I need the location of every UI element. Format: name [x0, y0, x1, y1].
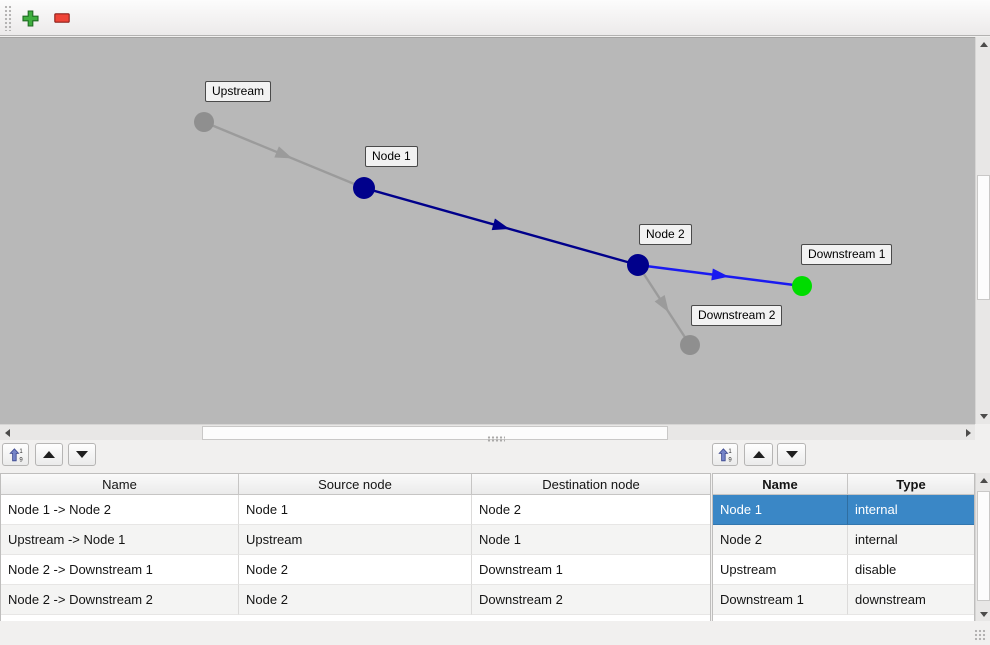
edge-move-down-button[interactable] — [68, 443, 96, 466]
svg-text:9: 9 — [728, 457, 732, 462]
graph-node-upstream[interactable] — [194, 112, 214, 132]
arrow-right-icon — [965, 429, 971, 437]
edge-table: Name Source node Destination node Node 1… — [0, 473, 711, 621]
node-move-up-button[interactable] — [744, 443, 773, 466]
node-table-header: Name Type — [713, 474, 974, 495]
edge-arrow-icon — [491, 218, 510, 231]
edge-table-row[interactable]: Node 2 -> Downstream 2 Node 2 Downstream… — [1, 585, 710, 615]
edge-table-row[interactable]: Node 2 -> Downstream 1 Node 2 Downstream… — [1, 555, 710, 585]
remove-button[interactable] — [50, 6, 74, 30]
node-move-down-button[interactable] — [777, 443, 806, 466]
edge-destination-cell[interactable]: Node 1 — [472, 525, 710, 555]
move-up-icon — [43, 451, 55, 458]
node-label-node1[interactable]: Node 1 — [365, 146, 418, 167]
arrow-down-icon — [979, 611, 988, 617]
node-label-downstream2[interactable]: Downstream 2 — [691, 305, 783, 326]
node-type-cell[interactable]: disable — [848, 555, 974, 585]
node-table-row[interactable]: Node 2 internal — [713, 525, 974, 555]
svg-text:9: 9 — [19, 457, 23, 462]
edge-source-cell[interactable]: Node 2 — [239, 555, 472, 585]
node-label-upstream[interactable]: Upstream — [205, 81, 272, 102]
edge-arrow-icon — [711, 268, 729, 281]
scroll-left-button[interactable] — [0, 425, 14, 441]
node-table-scroll-thumb[interactable] — [977, 491, 990, 601]
move-up-icon — [752, 451, 765, 458]
column-header-type[interactable]: Type — [896, 476, 926, 492]
node-label-downstream1[interactable]: Downstream 1 — [801, 244, 893, 265]
edge-sort-button[interactable]: 1 9 — [2, 443, 29, 466]
edge-source-cell[interactable]: Node 2 — [239, 585, 472, 615]
arrow-down-icon — [979, 414, 988, 419]
node-table-scrollbar[interactable] — [975, 473, 990, 621]
edge-table-row[interactable]: Upstream -> Node 1 Upstream Node 1 — [1, 525, 710, 555]
edge-name-cell[interactable]: Node 2 -> Downstream 1 — [1, 555, 239, 585]
node-label-node2[interactable]: Node 2 — [639, 224, 692, 245]
toolbar-drag-handle[interactable] — [4, 5, 12, 31]
table-empty-area — [1, 615, 710, 621]
edge-name-cell[interactable]: Node 1 -> Node 2 — [1, 495, 239, 525]
edge-arrow-icon — [274, 146, 293, 159]
edge-arrow-icon — [654, 295, 669, 313]
main-toolbar — [0, 0, 990, 36]
edge-move-up-button[interactable] — [35, 443, 63, 466]
edge-table-row[interactable]: Node 1 -> Node 2 Node 1 Node 2 — [1, 495, 710, 525]
plus-icon — [21, 9, 39, 27]
graph-node-node2[interactable] — [627, 254, 649, 276]
edge-name-cell[interactable]: Upstream -> Node 1 — [1, 525, 239, 555]
minus-icon — [54, 13, 70, 23]
node-name-cell[interactable]: Node 2 — [713, 525, 848, 555]
graph-node-downstream1[interactable] — [792, 276, 812, 296]
svg-text:1: 1 — [728, 449, 732, 455]
node-type-cell[interactable]: internal — [848, 495, 974, 525]
column-header-name[interactable]: Name — [1, 474, 239, 494]
arrow-left-icon — [4, 429, 10, 437]
canvas-vertical-scrollbar[interactable] — [975, 37, 990, 424]
sort-ascending-icon: 1 9 — [718, 447, 732, 463]
graph-node-node1[interactable] — [353, 177, 375, 199]
arrow-up-icon — [979, 477, 988, 483]
node-name-cell[interactable]: Node 1 — [713, 495, 848, 525]
scroll-down-button[interactable] — [976, 409, 990, 424]
arrow-up-icon — [979, 42, 988, 47]
column-header-source-node[interactable]: Source node — [239, 474, 472, 494]
table-empty-area — [713, 615, 974, 621]
scroll-right-button[interactable] — [961, 425, 975, 441]
node-table: Name Type Node 1 internal Node 2 interna… — [712, 473, 975, 621]
node-sort-button[interactable]: 1 9 — [712, 443, 738, 466]
edge-destination-cell[interactable]: Downstream 1 — [472, 555, 710, 585]
graph-svg — [194, 112, 812, 355]
node-table-row[interactable]: Node 1 internal — [713, 495, 974, 525]
column-header-name[interactable]: Name — [713, 474, 848, 494]
edge-name-cell[interactable]: Node 2 -> Downstream 2 — [1, 585, 239, 615]
canvas-horizontal-scrollbar[interactable] — [0, 424, 975, 440]
node-name-cell[interactable]: Upstream — [713, 555, 848, 585]
edge-destination-cell[interactable]: Node 2 — [472, 495, 710, 525]
edge-table-header: Name Source node Destination node — [1, 474, 710, 495]
pane-splitter-handle[interactable] — [487, 436, 505, 442]
edge-source-cell[interactable]: Node 1 — [239, 495, 472, 525]
column-header-destination-node[interactable]: Destination node — [542, 476, 640, 492]
scroll-up-button[interactable] — [976, 37, 990, 52]
node-name-cell[interactable]: Downstream 1 — [713, 585, 848, 615]
move-down-icon — [785, 451, 798, 458]
sort-ascending-icon: 1 9 — [8, 447, 23, 463]
add-button[interactable] — [18, 6, 42, 30]
vertical-scroll-thumb[interactable] — [977, 175, 990, 300]
node-type-cell[interactable]: downstream — [848, 585, 974, 615]
svg-text:1: 1 — [19, 449, 23, 455]
edge-source-cell[interactable]: Upstream — [239, 525, 472, 555]
scroll-down-button[interactable] — [976, 607, 990, 621]
window-resize-grip[interactable] — [974, 629, 987, 642]
edge-destination-cell[interactable]: Downstream 2 — [472, 585, 710, 615]
move-down-icon — [76, 451, 88, 458]
node-table-row[interactable]: Downstream 1 downstream — [713, 585, 974, 615]
scrollbar-corner — [975, 424, 990, 440]
node-table-row[interactable]: Upstream disable — [713, 555, 974, 585]
horizontal-scroll-thumb[interactable] — [202, 426, 668, 440]
graph-node-downstream2[interactable] — [680, 335, 700, 355]
scroll-up-button[interactable] — [976, 473, 990, 487]
node-type-cell[interactable]: internal — [848, 525, 974, 555]
